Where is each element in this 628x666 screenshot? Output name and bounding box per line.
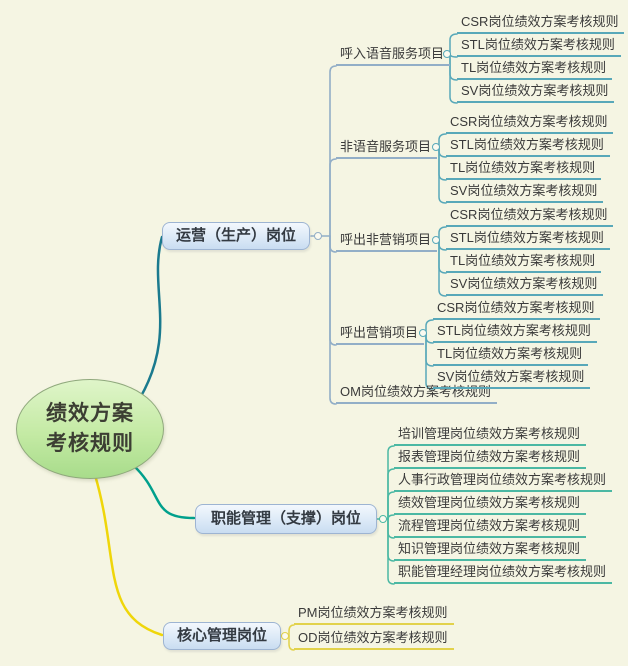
main-topic-functional[interactable]: 职能管理（支撑）岗位	[195, 504, 377, 534]
main-topic-operations[interactable]: 运营（生产）岗位	[162, 222, 310, 250]
leaf-hr-admin-mgmt-rule[interactable]: 人事行政管理岗位绩效方案考核规则	[394, 470, 613, 492]
connector-line	[449, 53, 458, 58]
connector-line	[387, 491, 395, 520]
leaf-csr-rule[interactable]: CSR岗位绩效方案考核规则	[457, 12, 625, 34]
connector-root-operations	[138, 235, 164, 400]
leaf-tl-rule[interactable]: TL岗位绩效方案考核规则	[446, 158, 602, 180]
connector-root-core	[93, 473, 164, 637]
leaf-sv-rule[interactable]: SV岗位绩效方案考核规则	[446, 181, 604, 203]
connector-line	[288, 624, 295, 637]
connector-line	[438, 239, 447, 251]
connector-line	[425, 319, 434, 334]
collapse-handle-inbound-voice[interactable]	[443, 50, 451, 58]
leaf-sv-rule[interactable]: SV岗位绩效方案考核规则	[446, 274, 604, 296]
connector-line	[425, 332, 434, 390]
root-topic-label-line1: 绩效方案	[46, 401, 134, 425]
leaf-stl-rule[interactable]: STL岗位绩效方案考核规则	[446, 228, 610, 250]
connector-line	[438, 226, 447, 241]
connector-functional-children	[376, 445, 395, 585]
connector-line	[449, 33, 458, 55]
collapse-handle-core[interactable]	[281, 632, 289, 640]
leaf-performance-mgmt-rule[interactable]: 绩效管理岗位绩效方案考核规则	[394, 493, 587, 515]
connector-line	[329, 235, 337, 405]
collapse-handle-nonvoice[interactable]	[432, 143, 440, 151]
connector-line	[438, 133, 447, 148]
connector-line	[449, 53, 458, 104]
connector-line	[425, 332, 434, 367]
leaf-tl-rule[interactable]: TL岗位绩效方案考核规则	[433, 344, 589, 366]
connector-line	[438, 146, 447, 181]
connector-line	[425, 332, 434, 344]
connector-line	[449, 53, 458, 81]
connector-outbound-nonmarketing-children	[438, 226, 447, 297]
leaf-tl-rule[interactable]: TL岗位绩效方案考核规则	[457, 58, 613, 80]
leaf-sv-rule[interactable]: SV岗位绩效方案考核规则	[433, 367, 591, 389]
connector-line	[387, 468, 395, 520]
subtopic-inbound-voice[interactable]: 呼入语音服务项目	[336, 44, 451, 66]
leaf-csr-rule[interactable]: CSR岗位绩效方案考核规则	[446, 205, 614, 227]
leaf-knowledge-mgmt-rule[interactable]: 知识管理岗位绩效方案考核规则	[394, 539, 587, 561]
subtopic-outbound-marketing[interactable]: 呼出营销项目	[336, 323, 425, 345]
main-topic-core[interactable]: 核心管理岗位	[163, 622, 281, 650]
connector-line	[387, 445, 395, 520]
collapse-handle-functional[interactable]	[379, 515, 387, 523]
root-topic[interactable]: 绩效方案 考核规则	[16, 379, 164, 479]
leaf-csr-rule[interactable]: CSR岗位绩效方案考核规则	[446, 112, 614, 134]
connector-nonvoice-children	[438, 133, 447, 204]
leaf-csr-rule[interactable]: CSR岗位绩效方案考核规则	[433, 298, 601, 320]
leaf-stl-rule[interactable]: STL岗位绩效方案考核规则	[433, 321, 597, 343]
leaf-stl-rule[interactable]: STL岗位绩效方案考核规则	[446, 135, 610, 157]
connector-operations-children	[310, 65, 337, 405]
leaf-tl-rule[interactable]: TL岗位绩效方案考核规则	[446, 251, 602, 273]
leaf-sv-rule[interactable]: SV岗位绩效方案考核规则	[457, 81, 615, 103]
leaf-od-rule[interactable]: OD岗位绩效方案考核规则	[294, 628, 454, 650]
connector-line	[438, 146, 447, 204]
leaf-report-mgmt-rule[interactable]: 报表管理岗位绩效方案考核规则	[394, 447, 587, 469]
connector-line	[438, 146, 447, 158]
connector-line	[329, 65, 337, 237]
root-topic-label-line2: 考核规则	[46, 432, 134, 455]
leaf-pm-rule[interactable]: PM岗位绩效方案考核规则	[294, 603, 454, 625]
connector-outbound-marketing-children	[425, 319, 434, 390]
subtopic-outbound-nonmarketing[interactable]: 呼出非营销项目	[336, 230, 438, 252]
collapse-handle-outbound-nonmarketing[interactable]	[432, 236, 440, 244]
leaf-stl-rule[interactable]: STL岗位绩效方案考核规则	[457, 35, 621, 57]
leaf-training-mgmt-rule[interactable]: 培训管理岗位绩效方案考核规则	[394, 424, 587, 446]
collapse-handle-outbound-marketing[interactable]	[419, 329, 427, 337]
leaf-process-mgmt-rule[interactable]: 流程管理岗位绩效方案考核规则	[394, 516, 587, 538]
subtopic-nonvoice[interactable]: 非语音服务项目	[336, 137, 438, 159]
connector-line	[329, 158, 337, 237]
connector-line	[438, 239, 447, 274]
connector-line	[387, 518, 395, 585]
connector-line	[288, 635, 295, 651]
leaf-functional-manager-rule[interactable]: 职能管理经理岗位绩效方案考核规则	[394, 562, 613, 584]
collapse-handle-operations[interactable]	[314, 232, 322, 240]
connector-inbound-voice-children	[449, 33, 458, 104]
connector-root-functional	[131, 463, 196, 520]
connector-line	[438, 239, 447, 297]
